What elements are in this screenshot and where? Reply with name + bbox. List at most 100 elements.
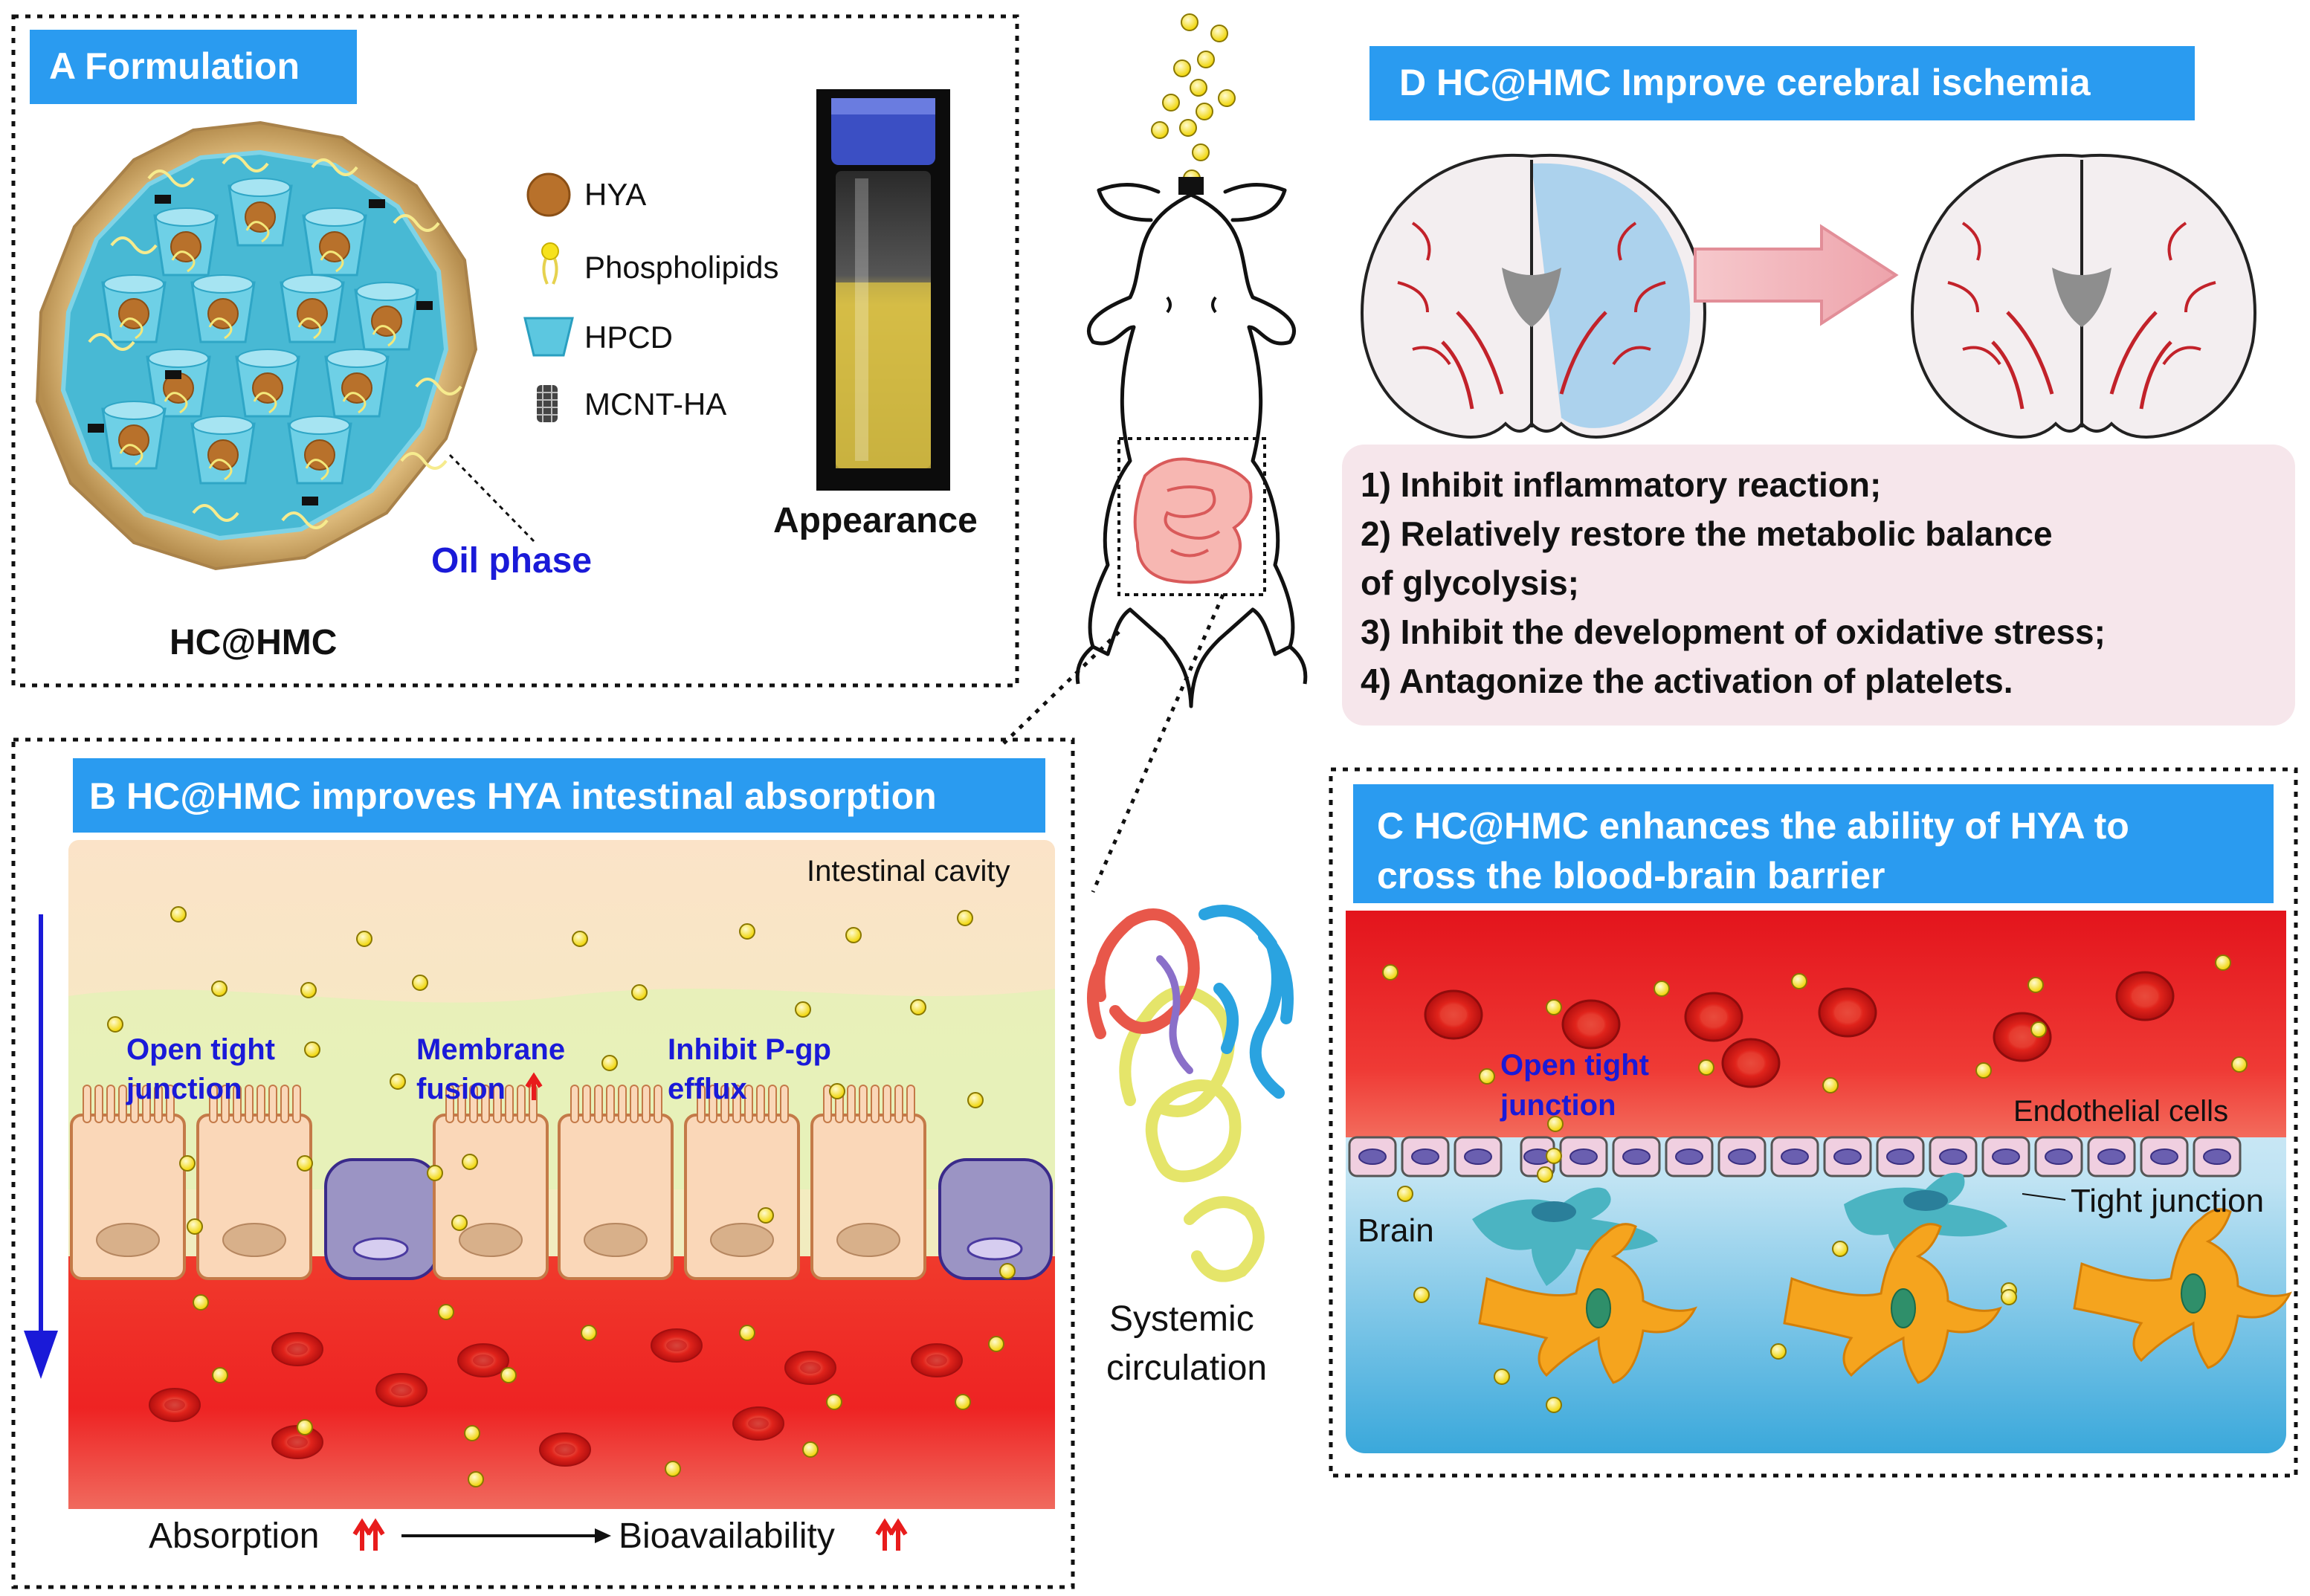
bioavailability-up-arrows-icon xyxy=(875,1518,908,1551)
panel-c-title-line1: C HC@HMC enhances the ability of HYA to xyxy=(1377,805,2129,847)
rat-eyes xyxy=(1166,296,1217,314)
hya-dots-b xyxy=(107,906,1016,1487)
hya-molecule-icon xyxy=(1975,1062,1992,1079)
panel-c: C HC@HMC enhances the ability of HYA to … xyxy=(1329,767,2298,1478)
glia-cells xyxy=(1472,1172,2007,1286)
hya-molecule-icon xyxy=(193,1294,209,1311)
intestine-icon xyxy=(1133,457,1253,584)
hya-molecule-icon xyxy=(412,975,428,991)
hya-molecule-icon xyxy=(1196,103,1213,120)
effects-box xyxy=(1342,445,2295,726)
particle-label: HC@HMC xyxy=(170,623,337,662)
phospholipid-tail-icon xyxy=(311,158,358,176)
rat-body xyxy=(1087,193,1296,708)
endothelial-layer xyxy=(1348,1136,2242,1177)
hya-molecule-icon xyxy=(739,923,755,940)
legend: HYA Phospholipids HPCD MCNT-HA xyxy=(523,172,779,422)
hya-sphere-icon xyxy=(207,439,239,471)
bioavailability-label: Bioavailability xyxy=(619,1516,835,1556)
effect-line-5: 4) Antagonize the activation of platelet… xyxy=(1361,662,2013,700)
hya-sphere-icon xyxy=(371,306,402,337)
hya-molecule-icon xyxy=(1181,13,1198,31)
absorption-direction-arrow-icon xyxy=(24,914,58,1379)
vial-photo xyxy=(816,89,950,491)
legend-label-phospholipids: Phospholipids xyxy=(584,250,779,285)
hya-molecule-icon xyxy=(2027,977,2044,993)
panel-d: D HC@HMC Improve cerebral ischemia 1) In… xyxy=(1342,46,2295,726)
connector-to-circulation xyxy=(1091,593,1225,894)
hya-sphere-icon xyxy=(297,298,328,329)
goblet-cell-icon xyxy=(324,1158,439,1280)
hya-molecule-icon xyxy=(2030,1021,2047,1038)
center-column: Systemic circulation xyxy=(1002,13,1308,1388)
hya-molecule-icon xyxy=(665,1461,681,1477)
circulation-label-line1: Systemic xyxy=(1109,1299,1254,1339)
hya-molecule-icon xyxy=(170,906,187,923)
hya-molecule-icon xyxy=(1654,980,1670,997)
hya-molecule-icon xyxy=(427,1165,443,1181)
hya-molecule-icon xyxy=(572,931,588,947)
hya-molecule-icon xyxy=(1218,89,1236,107)
hya-molecule-icon xyxy=(1494,1369,1510,1385)
improvement-arrow-icon xyxy=(1694,224,1899,326)
phospholipid-icon xyxy=(541,242,559,285)
hya-molecule-icon xyxy=(500,1367,517,1383)
legend-label-hya: HYA xyxy=(584,177,646,212)
hya-molecule-icon xyxy=(390,1073,406,1090)
hya-molecule-icon xyxy=(1382,964,1398,980)
panel-a-frame xyxy=(11,14,1019,688)
hya-molecule-icon xyxy=(2231,1056,2248,1073)
hya-molecule-icon xyxy=(1770,1343,1787,1360)
rat-ears xyxy=(1097,183,1287,222)
mechanism-2-line2: fusion xyxy=(416,1073,506,1105)
hya-molecule-icon xyxy=(187,1218,203,1235)
blood-vessel-c xyxy=(1346,911,2286,1137)
hya-molecule-icon xyxy=(601,1055,618,1071)
glia-cell-icon xyxy=(1844,1172,2007,1264)
ischemic-brain-icon xyxy=(1361,153,1706,439)
panel-b: B HC@HMC improves HYA intestinal absorpt… xyxy=(11,737,1075,1589)
nanotube-marker xyxy=(155,195,171,204)
hya-molecule-icon xyxy=(297,1419,313,1435)
rbc-cluster-b xyxy=(149,1328,963,1467)
open-junction-line1: Open tight xyxy=(1500,1049,1649,1082)
astrocyte-cells xyxy=(1478,1208,2292,1384)
mechanism-1-line1: Open tight xyxy=(126,1033,275,1066)
absorption-up-arrows-icon xyxy=(352,1518,385,1551)
rat-nose xyxy=(1178,177,1204,195)
circulation-label-line2: circulation xyxy=(1106,1348,1267,1388)
hya-molecule-icon xyxy=(451,1215,468,1231)
hya-molecule-icon xyxy=(1791,973,1807,989)
rbc-cluster-c xyxy=(1424,971,2175,1088)
hya-molecule-icon xyxy=(758,1207,774,1224)
panel-a: A Formulation Oil phase HC@HMC HYA xyxy=(11,14,1019,688)
hya-molecule-icon xyxy=(468,1471,484,1487)
mechanism-3-line2: efflux xyxy=(668,1073,747,1105)
hya-molecule-icon xyxy=(957,910,973,926)
oil-phase-label: Oil phase xyxy=(431,541,592,581)
hya-molecule-icon xyxy=(1162,94,1180,112)
legend-item-mcnt-ha: MCNT-HA xyxy=(537,385,726,422)
hya-sphere-icon xyxy=(118,298,149,329)
hpcd-cone-icon xyxy=(523,317,574,357)
hya-molecule-icon xyxy=(107,1016,123,1033)
hya-molecule-icon xyxy=(464,1425,480,1441)
panel-d-title: D HC@HMC Improve cerebral ischemia xyxy=(1399,62,2091,103)
fusion-up-arrow-icon xyxy=(525,1072,543,1100)
goblet-cell-icon xyxy=(938,1158,1053,1280)
hya-molecule-icon xyxy=(1537,1166,1553,1183)
hya-molecule-icon xyxy=(1210,25,1228,42)
hya-molecule-icon xyxy=(1546,1397,1562,1413)
panel-b-frame xyxy=(11,737,1075,1589)
phospholipid-tail-icon xyxy=(222,155,269,172)
hya-molecule-icon xyxy=(1546,999,1562,1015)
hya-molecule-icon xyxy=(2001,1289,2017,1305)
chain-arrow-icon xyxy=(401,1528,611,1543)
hya-molecule-icon xyxy=(1397,1186,1413,1202)
glia-cell-icon xyxy=(1472,1187,1658,1286)
legend-item-phospholipids: Phospholipids xyxy=(541,242,779,285)
mechanism-1-line2: junction xyxy=(126,1073,242,1105)
epithelial-layer xyxy=(70,1085,1053,1280)
legend-item-hya: HYA xyxy=(526,172,646,217)
healthy-brain-icon xyxy=(1911,153,2256,439)
